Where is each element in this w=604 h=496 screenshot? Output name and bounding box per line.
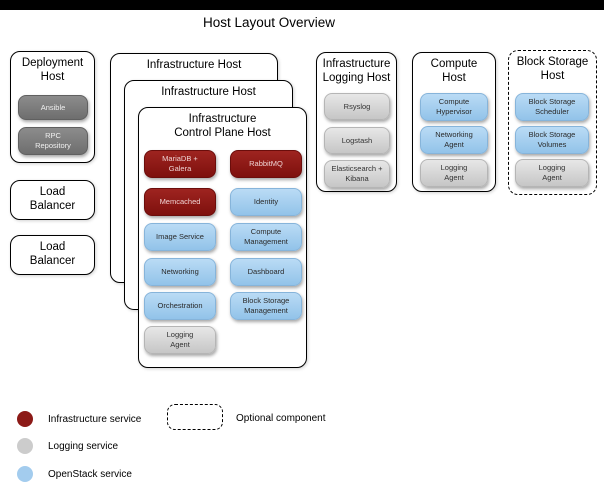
service-rabbitmq: RabbitMQ: [230, 150, 302, 178]
page-title: Host Layout Overview: [202, 15, 336, 30]
legend-openstack-service-swatch: [17, 466, 33, 482]
service-block-storage-scheduler: Block Storage Scheduler: [515, 93, 589, 121]
load-balancer-title-2: Load Balancer: [29, 241, 76, 267]
service-dashboard: Dashboard: [230, 258, 302, 286]
infrastructure-host-middle-title: Infrastructure Host: [161, 86, 256, 98]
legend-logging-service-label: Logging service: [48, 441, 119, 452]
service-image-service: Image Service: [144, 223, 216, 251]
deployment-host-title: Deployment Host: [21, 57, 84, 83]
load-balancer-box-1: Load Balancer: [10, 180, 95, 220]
legend-infrastructure-service-swatch: [17, 411, 33, 427]
service-logging-agent-block-storage: Logging Agent: [515, 159, 589, 187]
infrastructure-host-back-title: Infrastructure Host: [146, 59, 242, 71]
service-block-storage-management: Block Storage Management: [230, 292, 302, 320]
legend-logging-service-swatch: [17, 438, 33, 454]
service-block-storage-volumes: Block Storage Volumes: [515, 126, 589, 154]
service-compute-management: Compute Management: [230, 223, 302, 251]
infrastructure-control-plane-host-title: Infrastructure Control Plane Host: [174, 113, 271, 139]
legend-optional-component-label: Optional component: [236, 413, 326, 424]
service-memcached: Memcached: [144, 188, 216, 216]
service-rsyslog: Rsyslog: [324, 93, 390, 120]
service-compute-hypervisor: Compute Hypervisor: [420, 93, 488, 121]
block-storage-host-title: Block Storage Host: [516, 56, 589, 82]
service-networking-agent: Networking Agent: [420, 126, 488, 154]
infrastructure-control-plane-host-box: Infrastructure Control Plane Host MariaD…: [138, 107, 307, 368]
service-mariadb-galera: MariaDB + Galera: [144, 150, 216, 178]
service-logging-agent-control-plane: Logging Agent: [144, 326, 216, 354]
service-elasticsearch-kibana: Elasticsearch + Kibana: [324, 160, 390, 188]
service-logging-agent-compute: Logging Agent: [420, 159, 488, 187]
service-networking: Networking: [144, 258, 216, 286]
infrastructure-logging-host-title: Infrastructure Logging Host: [322, 58, 391, 84]
service-orchestration: Orchestration: [144, 292, 216, 320]
service-identity: Identity: [230, 188, 302, 216]
service-logstash: Logstash: [324, 127, 390, 154]
compute-host-title: Compute Host: [430, 58, 478, 84]
top-black-bar: [0, 0, 604, 10]
legend-optional-component-swatch: [167, 404, 223, 430]
load-balancer-title-1: Load Balancer: [29, 186, 76, 212]
legend-infrastructure-service-label: Infrastructure service: [48, 414, 142, 425]
legend-openstack-service-label: OpenStack service: [48, 469, 132, 480]
service-rpc-repository: RPC Repository: [18, 127, 88, 155]
load-balancer-box-2: Load Balancer: [10, 235, 95, 275]
service-ansible: Ansible: [18, 95, 88, 120]
